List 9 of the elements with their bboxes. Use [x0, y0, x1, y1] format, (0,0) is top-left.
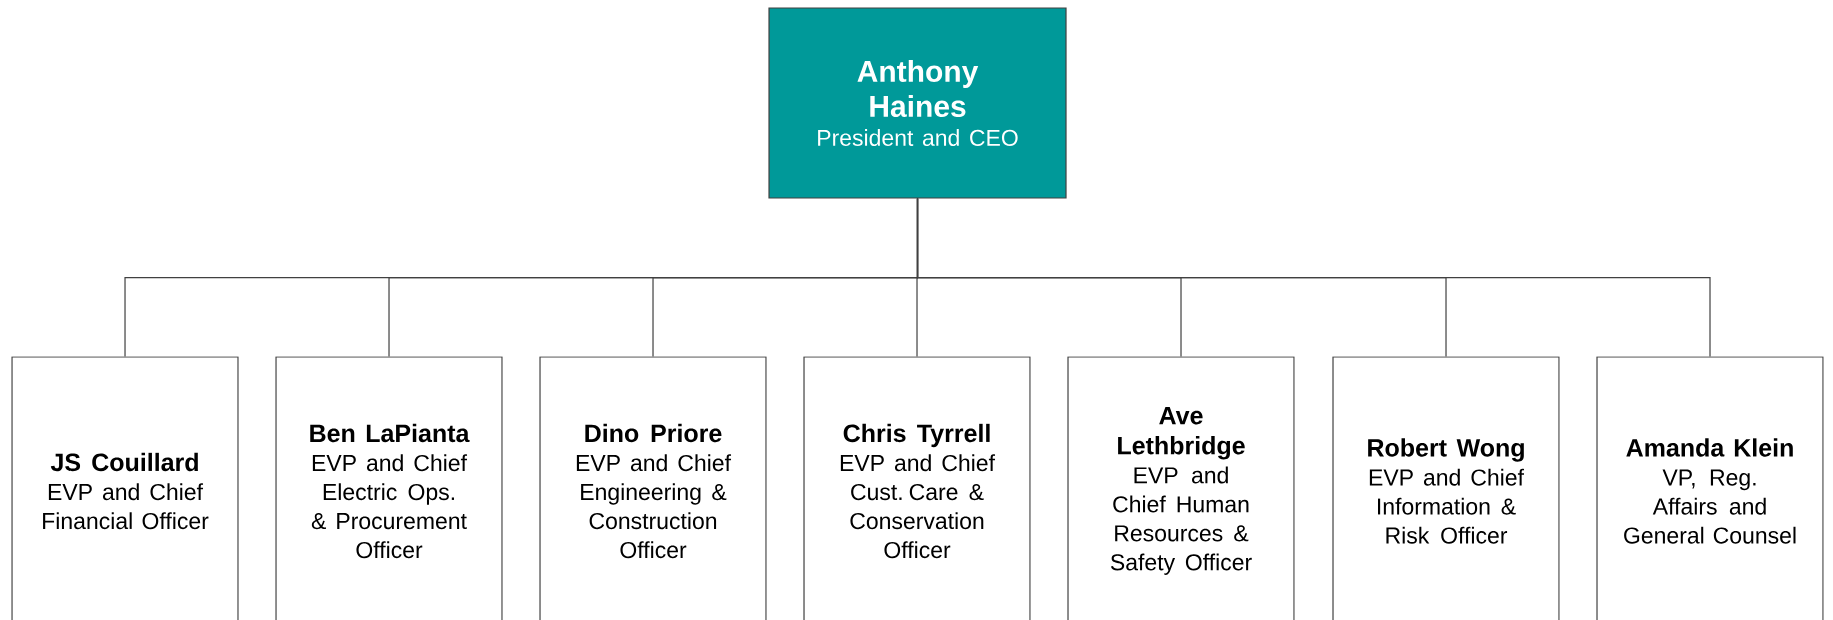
person-box: Chris Tyrrell EVP and Chief Cust. Care & Conservation Officer — [803, 356, 1031, 620]
person-box: Amanda Klein VP, Reg. Affairs and General Counsel — [1596, 356, 1824, 620]
person-box: Robert Wong EVP and Chief Information & Risk Officer — [1332, 356, 1560, 620]
person-box: Ben LaPianta EVP and Chief Electric Ops. & Procurement Officer — [275, 356, 503, 620]
executive-box: Anthony Haines President and CEO — [768, 7, 1067, 199]
person-box: Ave Lethbridge EVP and Chief Human Resources & Safety Officer — [1067, 356, 1295, 620]
person-box: Dino Priore EVP and Chief Engineering & Construction Officer — [539, 356, 767, 620]
person-box: JS Couillard EVP and Chief Financial Officer — [11, 356, 239, 620]
connector — [916, 198, 1711, 357]
